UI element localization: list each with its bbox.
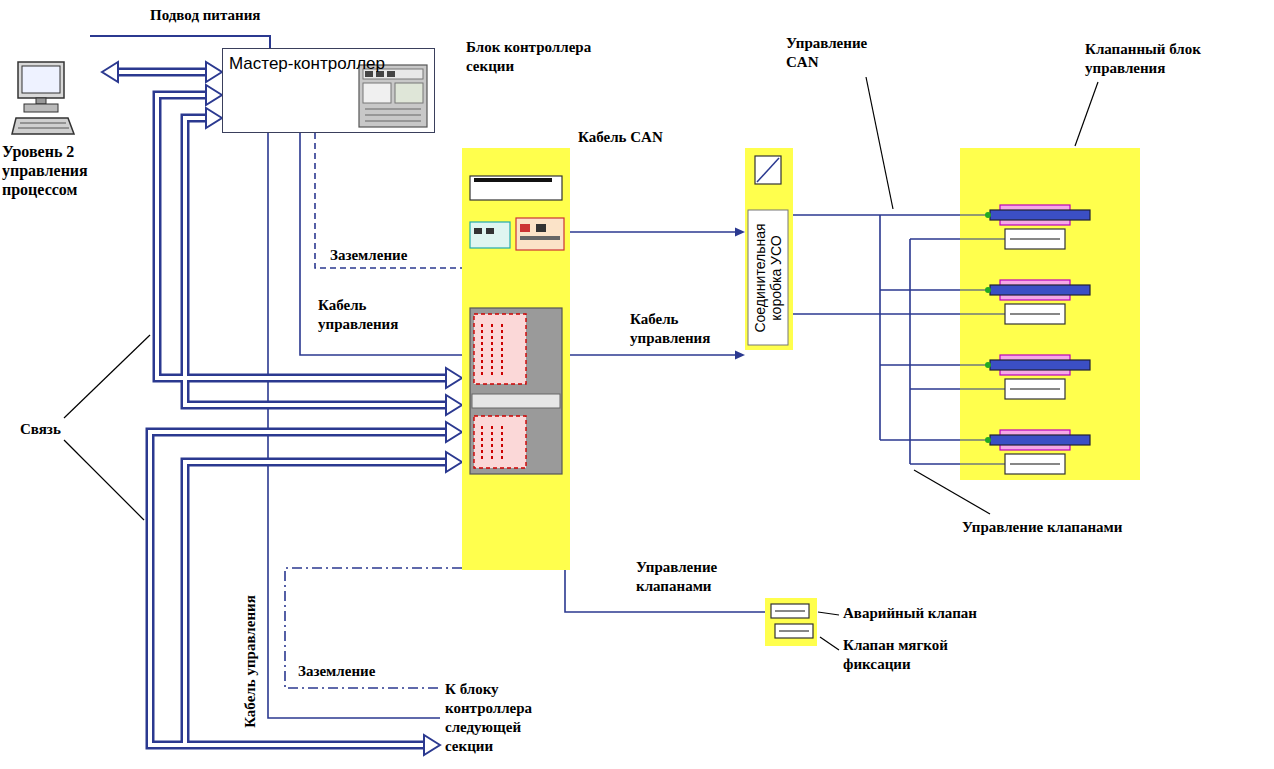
junction-box: Соединительная коробка УСО <box>745 148 793 350</box>
connector-label: Кабель управления <box>630 310 725 348</box>
computer-icon <box>12 60 76 138</box>
controller-block: Блок контроллера секции <box>462 148 570 570</box>
connector-label: Заземление <box>330 246 407 265</box>
node-title: Уровень 2 управления процессом <box>2 142 102 199</box>
node-title: Аварийный клапан <box>843 604 977 623</box>
power-line <box>90 36 270 48</box>
valve-icons <box>765 598 817 646</box>
valve-group: Аварийный клапанКлапан мягкой фиксации <box>765 598 817 646</box>
callout-label: Связь <box>20 420 61 439</box>
valve-bus <box>910 239 960 464</box>
leader-line <box>64 77 1098 650</box>
connector <box>102 62 222 82</box>
callout-label: Кабель управления <box>241 592 260 732</box>
callout-label: Заземление <box>298 662 375 681</box>
control-cable <box>268 133 440 718</box>
ground-line <box>285 568 462 688</box>
node-title: Клапанный блок управления <box>1085 40 1235 78</box>
connector-label: Управление клапанами <box>636 558 736 596</box>
connector-label: Кабель управления <box>318 296 413 334</box>
master-controller-box: Мастер-контроллер <box>222 48 435 133</box>
node-title: Мастер-контроллер <box>229 53 385 74</box>
connector <box>793 314 960 315</box>
connector <box>793 215 960 216</box>
node-title: Блок контроллера секции <box>466 38 601 76</box>
computer-station: Уровень 2 управления процессом <box>2 60 102 210</box>
connector <box>315 133 462 268</box>
callout-label: К блоку контроллера следующей секции <box>445 680 545 756</box>
comm-bus <box>150 85 462 755</box>
node-text: Клапан мягкой фиксации <box>843 636 968 674</box>
can-bus <box>880 215 960 440</box>
controller-equipment <box>462 148 570 570</box>
connector-label: Управление CAN <box>786 34 886 72</box>
connector <box>570 228 745 237</box>
connector <box>300 133 462 355</box>
valve-block: Клапанный блок управления <box>960 148 1140 480</box>
connector-label: Кабель CAN <box>578 128 663 147</box>
valve-icons <box>960 148 1140 480</box>
node-title: Соединительная коробка УСО <box>752 215 784 340</box>
connector-label: Управление клапанами <box>962 518 1122 537</box>
connector <box>570 351 745 360</box>
callout-label: Подвод питания <box>150 6 260 25</box>
